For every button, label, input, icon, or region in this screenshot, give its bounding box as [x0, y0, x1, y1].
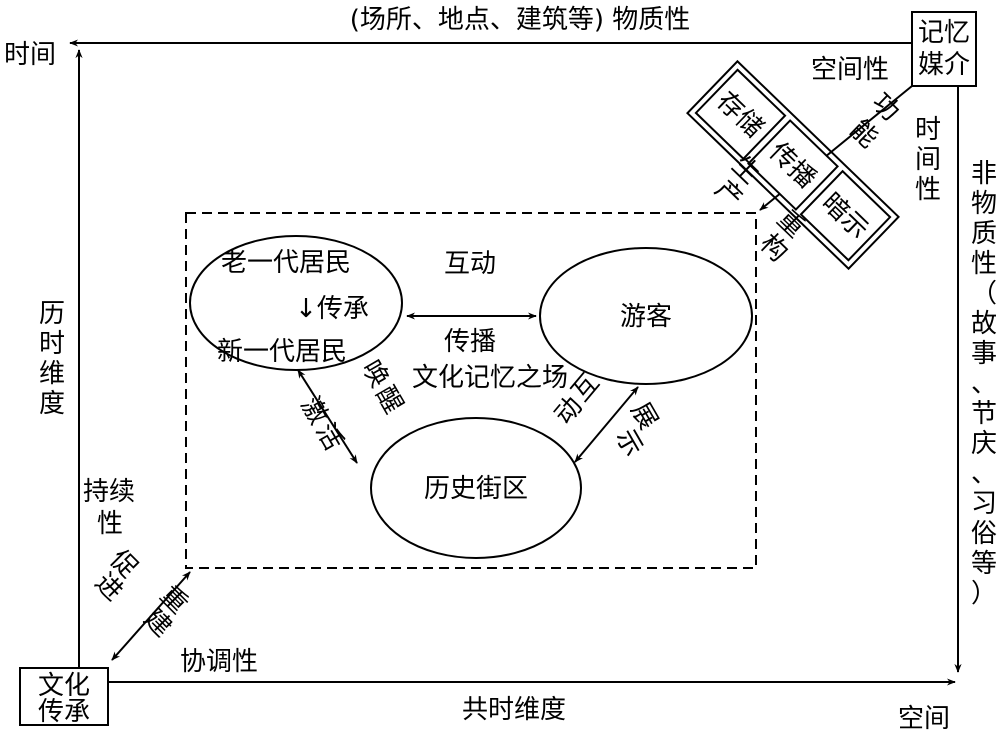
propagation-label: 传播: [444, 327, 496, 357]
right-axis-char: ）: [971, 579, 997, 609]
inherit-arrow-label: ↓传承: [295, 294, 369, 324]
right-axis-char: 故: [971, 309, 997, 339]
right-axis-char: 非: [971, 159, 997, 189]
right-axis-label: 非 物 质 性 （ 故 事 、 节 庆 、 习 俗 等 ）: [971, 159, 997, 609]
cultural-inheritance-box: 文化 传承: [19, 667, 109, 727]
bottom-axis-end-label: 空间: [898, 704, 950, 731]
right-axis-char: 节: [971, 399, 997, 429]
function-spread-cell: [747, 119, 839, 211]
left-axis-char: 历: [39, 299, 65, 329]
memory-media-box: 记忆 媒介: [911, 11, 977, 87]
historic-district-label: 历史街区: [424, 474, 528, 504]
interaction-label: 互动: [444, 249, 496, 279]
residents-district-arrow: [297, 369, 358, 464]
top-axis-label: (场所、地点、建筑等) 物质性: [350, 5, 691, 35]
left-axis-char: 时: [39, 329, 65, 359]
temporality-char: 性: [915, 175, 941, 205]
temporality-label: 时 间 性: [915, 115, 941, 205]
right-axis-char: 庆: [971, 429, 997, 459]
new-residents-label: 新一代居民: [217, 337, 347, 367]
coordination-label: 协调性: [180, 647, 258, 677]
right-axis-char: 习: [971, 489, 997, 519]
right-axis-char: 质: [971, 219, 997, 249]
temporality-char: 时: [915, 115, 941, 145]
right-axis-char: 性: [971, 249, 997, 279]
function-hint-cell: [799, 169, 892, 262]
bottom-axis-label: 共时维度: [462, 695, 566, 725]
function-bar: 存储 传播 暗示: [686, 59, 900, 271]
tourists-district-arrow: [574, 386, 639, 463]
sustainability-label-1: 持续: [83, 477, 135, 507]
left-axis-char: 维: [39, 359, 65, 389]
cultural-inheritance-line1: 文化: [38, 671, 90, 701]
sustainability-label-2: 性: [97, 509, 123, 539]
temporality-char: 间: [915, 145, 941, 175]
tourists-label: 游客: [620, 302, 672, 332]
memory-media-line2: 媒介: [918, 50, 970, 80]
right-axis-char: 物: [971, 189, 997, 219]
tourists-node: 游客: [539, 247, 753, 385]
spatiality-label: 空间性: [811, 55, 889, 85]
memory-field-label: 文化记忆之场: [412, 363, 568, 393]
left-axis-label: 历 时 维 度: [39, 299, 65, 419]
right-axis-char: 、: [971, 459, 997, 489]
inheritance-link-arrow: [111, 571, 191, 661]
right-axis-char: （: [971, 279, 997, 309]
right-axis-char: 、: [971, 369, 997, 399]
right-axis-char: 等: [971, 549, 997, 579]
residents-node: 老一代居民 ↓传承 新一代居民: [189, 235, 403, 371]
top-axis-end-label: 时间: [4, 40, 56, 70]
function-store-cell: [694, 68, 787, 161]
memory-media-line1: 记忆: [918, 18, 970, 48]
left-axis-char: 度: [39, 389, 65, 419]
memory-field-boundary: [185, 212, 757, 569]
cultural-inheritance-line2: 传承: [38, 697, 90, 727]
old-residents-label: 老一代居民: [221, 248, 351, 278]
right-axis-char: 俗: [971, 519, 997, 549]
historic-district-node: 历史街区: [370, 417, 582, 559]
right-axis-char: 事: [971, 339, 997, 369]
function-label-char: 能: [844, 114, 884, 154]
